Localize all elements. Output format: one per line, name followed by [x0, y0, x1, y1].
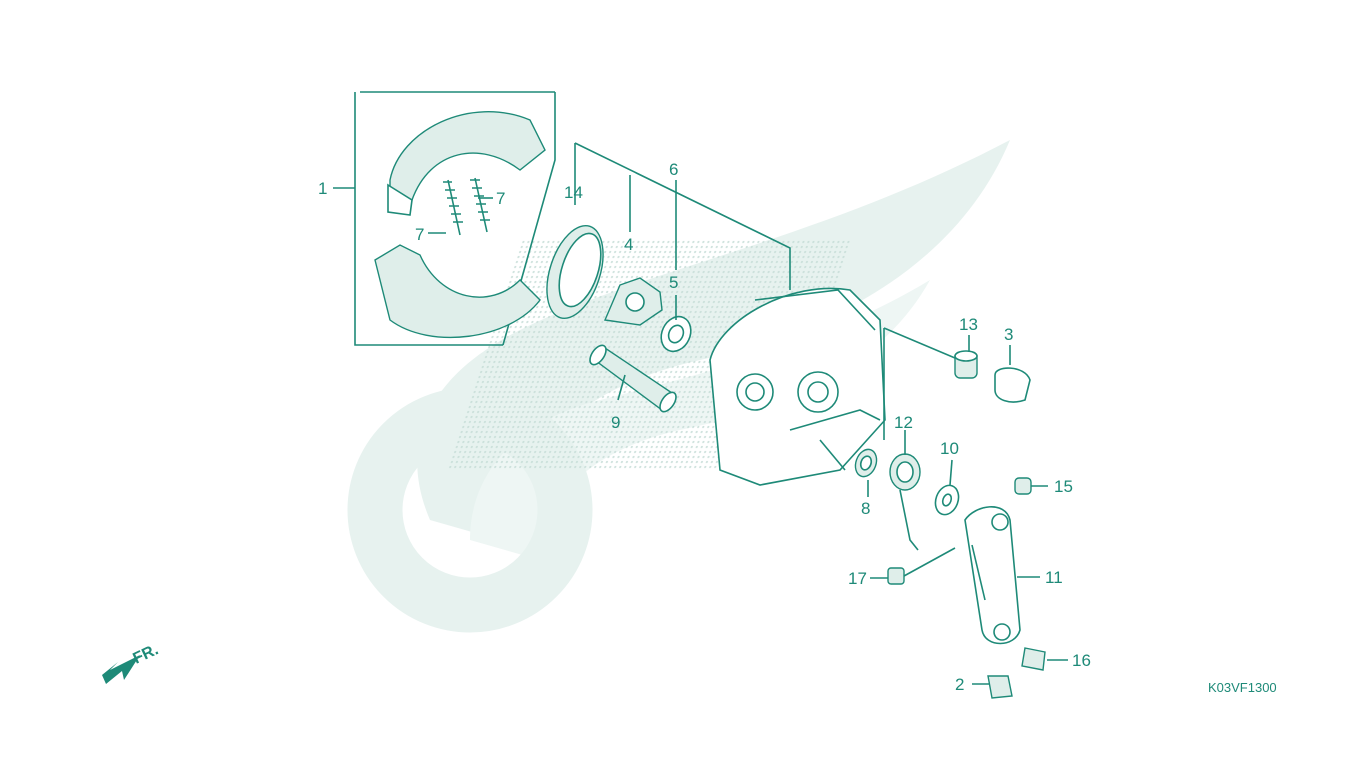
callout-4: 4	[624, 235, 633, 254]
seal-part	[546, 225, 604, 319]
callout-16: 16	[1072, 651, 1091, 670]
brake-shoe-assembly	[354, 91, 556, 346]
callout-12: 12	[894, 413, 913, 432]
cam-gear-part	[603, 277, 663, 326]
callout-13: 13	[959, 315, 978, 334]
cap-part	[994, 367, 1031, 403]
callout-2: 2	[955, 675, 964, 694]
bolt-part	[887, 547, 956, 585]
joint-part	[987, 675, 1013, 699]
callout-14: 14	[564, 183, 583, 202]
return-spring-part	[889, 453, 921, 551]
nut-small-part	[1014, 477, 1032, 495]
front-label: FR.	[131, 641, 162, 667]
nut-part	[954, 350, 978, 379]
callout-3: 3	[1004, 325, 1013, 344]
brake-panel	[709, 287, 886, 486]
pin-part	[1021, 647, 1046, 671]
watermark-logo	[347, 140, 1010, 633]
callout-5: 5	[669, 273, 678, 292]
callout-1: 1	[318, 179, 327, 198]
brake-arm-part	[964, 506, 1021, 645]
front-direction-marker: FR.	[102, 641, 161, 684]
callout-8: 8	[861, 499, 870, 518]
callout-11: 11	[1045, 568, 1063, 587]
callout-7b: 7	[415, 225, 424, 244]
callout-15: 15	[1054, 477, 1073, 496]
wear-indicator-part	[934, 484, 960, 516]
cam-shaft-part	[589, 344, 677, 413]
callout-10: 10	[940, 439, 959, 458]
seal-small-part	[854, 448, 878, 478]
diagram-code: K03VF1300	[1208, 680, 1277, 695]
washer-part	[660, 315, 692, 353]
callout-9: 9	[611, 413, 620, 432]
leader-lines	[333, 142, 1068, 685]
callout-7a: 7	[496, 189, 505, 208]
callout-17: 17	[848, 569, 867, 588]
callout-6: 6	[669, 160, 678, 179]
